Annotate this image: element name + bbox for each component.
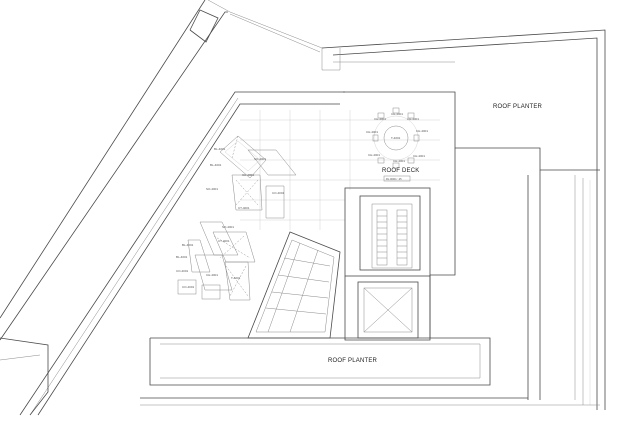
dining-tag: CH-4001 <box>413 154 425 158</box>
lounge-tag: CO-4001 <box>176 269 189 273</box>
roof-deck-level: RL.0000 / .25 <box>386 177 402 181</box>
dining-tag: CH-4001 <box>366 130 378 134</box>
lounge-tag: SO-4001 <box>206 187 218 191</box>
roof-planter-bottom-outline <box>140 275 600 406</box>
lounge-tag: SO-4001 <box>222 225 234 229</box>
lounge-tag: SO-4001 <box>254 157 266 161</box>
dining-tag: CH-4001 <box>407 117 419 121</box>
lounge-tag: BL-4001 <box>176 255 188 259</box>
lounge-tag: BL-4001 <box>182 243 194 247</box>
lounge-tag: BL-4001 <box>210 163 222 167</box>
lounge-tag: CO-4001 <box>182 285 195 289</box>
roof-planter-top-outline <box>321 29 606 410</box>
lift-void <box>344 276 431 341</box>
dining-tag: CH-4001 <box>416 129 428 133</box>
lounge-tag: CO-4001 <box>272 191 285 195</box>
dining-tag: CH-4001 <box>391 112 403 116</box>
dining-tag: CH-4001 <box>374 117 386 121</box>
dining-tag: T-4001 <box>391 136 401 140</box>
lounge-tag: CH-4001 <box>206 273 218 277</box>
roof-planter-bottom-label: ROOF PLANTER <box>328 358 378 364</box>
dining-tag: CH-4001 <box>393 159 405 163</box>
lounge-tag: T-4001 <box>231 276 241 280</box>
roof-deck-label: ROOF DECK <box>382 168 419 174</box>
dining-table: CH-4001 CH-4001 CH-4001 CH-4001 CH-4001 … <box>366 107 428 169</box>
lounge-tag: CT-4001 <box>238 206 250 210</box>
lounge-furniture: BL-4001 SO-4001 BL-4001 CH-4001 CO-4001 … <box>176 135 297 301</box>
roof-planter-top-label: ROOF PLANTER <box>493 104 543 110</box>
outer-walls <box>0 0 345 416</box>
skylight <box>247 231 341 339</box>
deck-paving-grid <box>240 110 440 230</box>
stair-core <box>344 187 431 277</box>
lounge-tag: BL-4001 <box>214 147 226 151</box>
dining-tag: CH-4001 <box>368 153 380 157</box>
lounge-tag: CH-4001 <box>242 173 254 177</box>
lounge-tag: CT-4001 <box>218 239 230 243</box>
